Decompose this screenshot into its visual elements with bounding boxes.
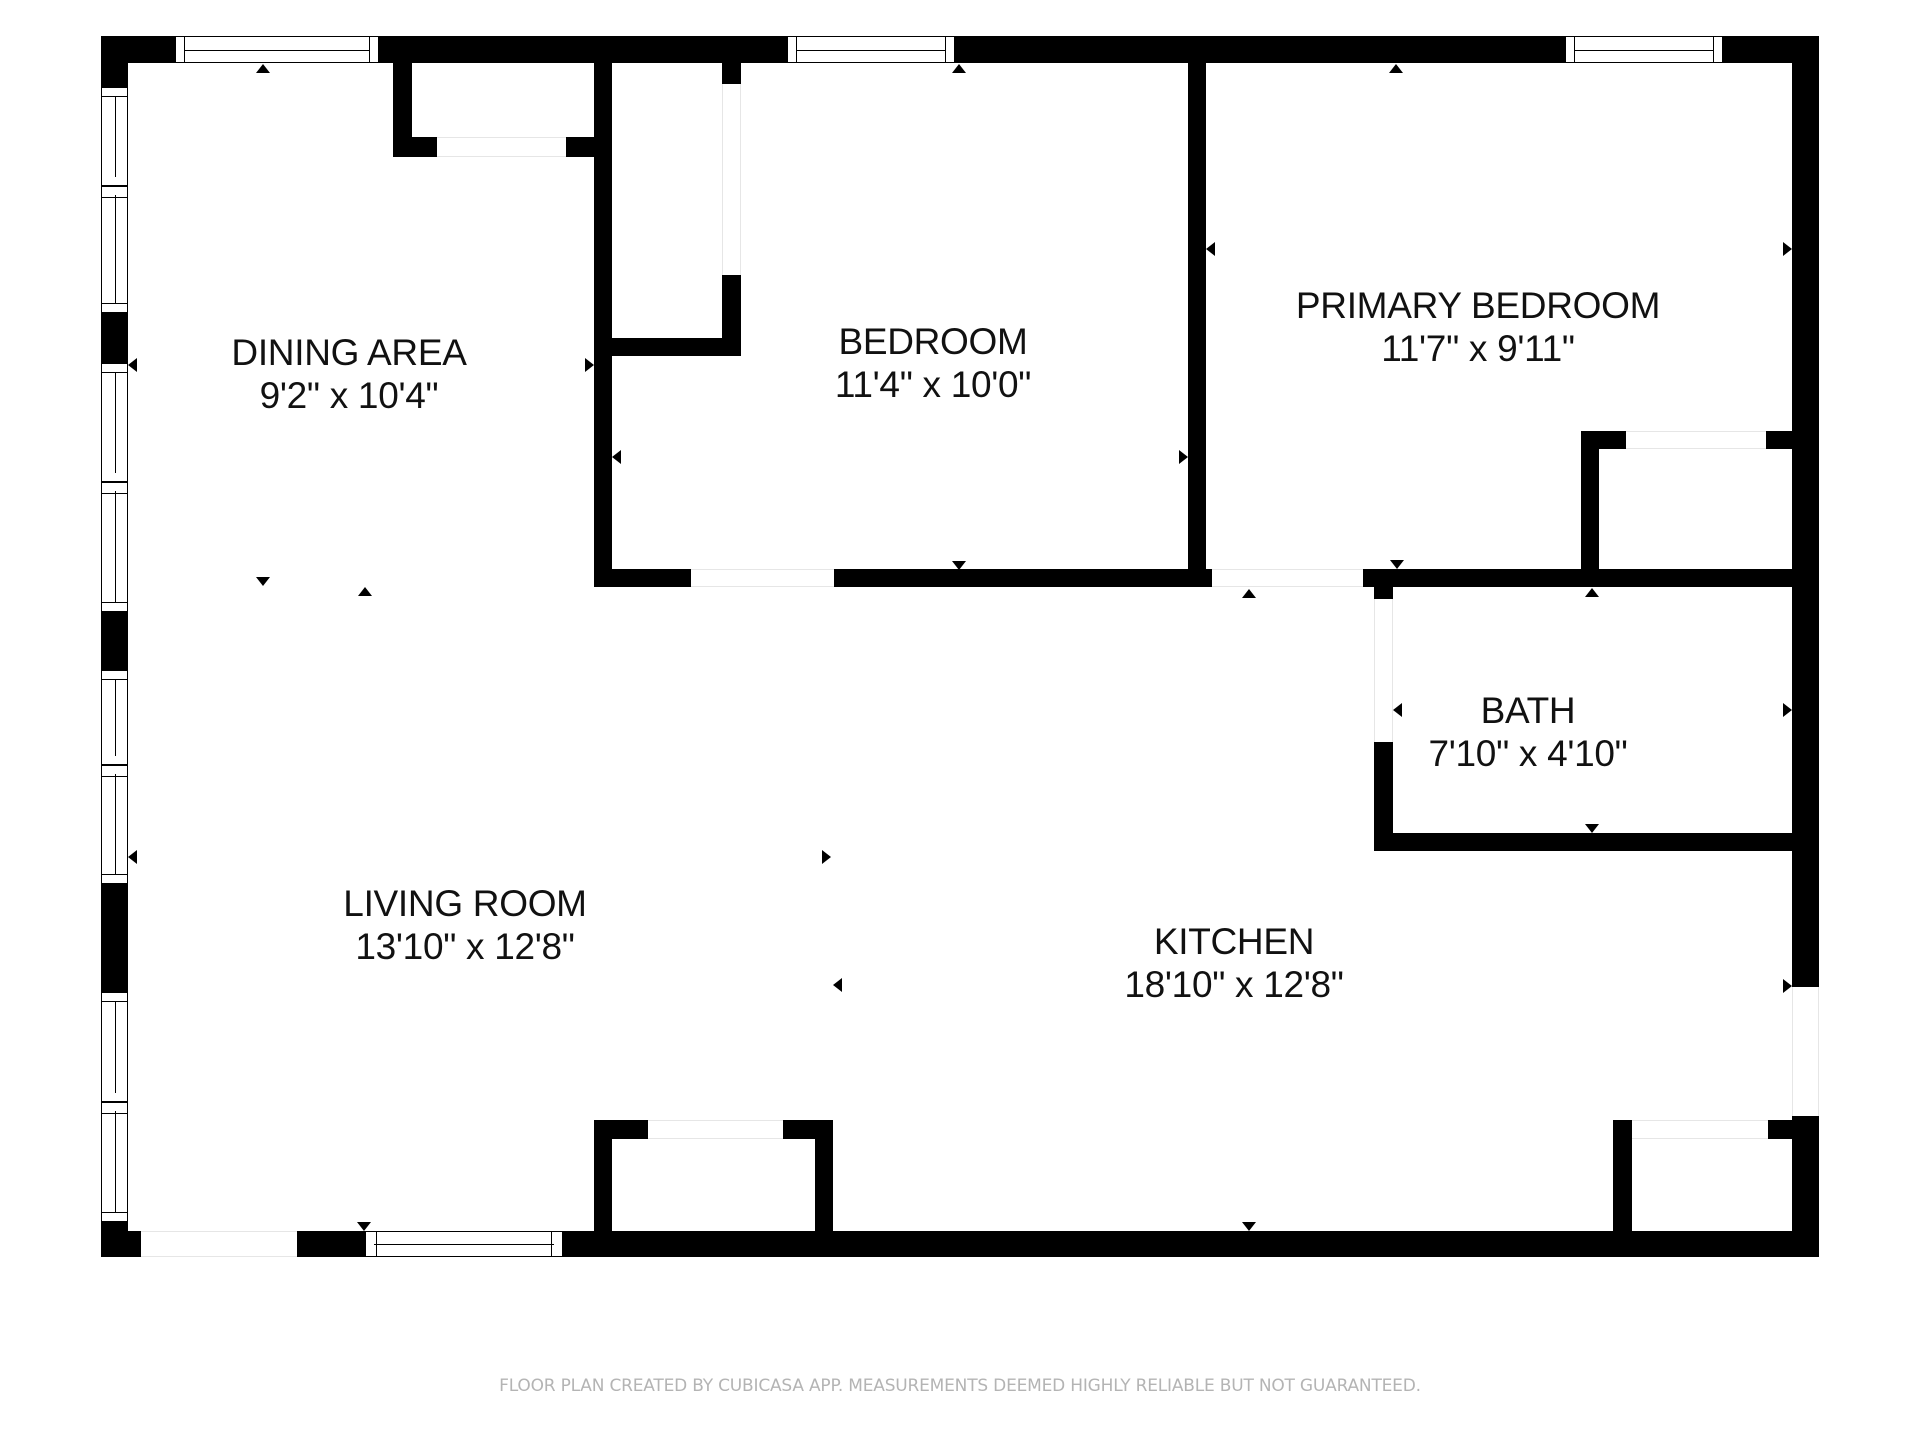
window-icon xyxy=(101,765,128,884)
primary-bottom-wall xyxy=(1363,569,1795,587)
window-icon xyxy=(1565,36,1723,63)
triangle-arrow-icon xyxy=(585,358,594,372)
triangle-arrow-icon xyxy=(1389,64,1403,73)
triangle-arrow-icon xyxy=(357,1222,371,1231)
window-icon xyxy=(101,992,128,1102)
primary-bedroom-door xyxy=(1212,569,1363,587)
bedroom-closet-door xyxy=(722,84,741,275)
triangle-arrow-icon xyxy=(1783,979,1792,993)
triangle-arrow-icon xyxy=(1393,703,1402,717)
triangle-arrow-icon xyxy=(822,850,831,864)
bedroom-closet-wall xyxy=(722,275,741,356)
exterior-wall-right-upper xyxy=(1792,36,1819,987)
living-closet-wall xyxy=(594,1120,648,1139)
living-closet-wall xyxy=(594,1120,612,1235)
room-name: PRIMARY BEDROOM xyxy=(1295,285,1661,326)
living-closet-wall xyxy=(815,1120,833,1235)
triangle-arrow-icon xyxy=(952,561,966,570)
triangle-arrow-icon xyxy=(952,64,966,73)
room-name: KITCHEN xyxy=(1153,921,1315,962)
dining-closet-door xyxy=(437,137,566,157)
triangle-arrow-icon xyxy=(128,850,137,864)
window-icon xyxy=(101,1102,128,1222)
room-name: BEDROOM xyxy=(838,321,1028,362)
window-icon xyxy=(175,36,379,63)
primary-closet-door xyxy=(1626,431,1766,449)
room-label-bedroom: BEDROOM 11'4" x 10'0" xyxy=(834,320,1032,406)
triangle-arrow-icon xyxy=(1206,242,1215,256)
kitchen-closet-door xyxy=(1632,1120,1768,1139)
triangle-arrow-icon xyxy=(1783,242,1792,256)
exterior-wall-top xyxy=(101,36,1819,63)
room-dimensions: 18'10" x 12'8" xyxy=(1124,964,1344,1005)
bedroom-closet-wall xyxy=(722,60,741,84)
bath-wall xyxy=(1374,585,1393,599)
triangle-arrow-icon xyxy=(1585,588,1599,597)
living-closet-door xyxy=(648,1120,783,1139)
bath-bottom-wall xyxy=(1374,833,1794,851)
dining-bedroom-wall xyxy=(594,60,612,587)
window-icon xyxy=(101,670,128,765)
triangle-arrow-icon xyxy=(1390,560,1404,569)
triangle-arrow-icon xyxy=(256,64,270,73)
room-label-primary-bedroom: PRIMARY BEDROOM 11'7" x 9'11" xyxy=(1295,284,1661,370)
room-label-kitchen: KITCHEN 18'10" x 12'8" xyxy=(1124,920,1344,1006)
room-dimensions: 9'2" x 10'4" xyxy=(259,375,439,416)
triangle-arrow-icon xyxy=(1179,450,1188,464)
bath-door xyxy=(1374,599,1393,742)
window-icon xyxy=(787,36,955,63)
triangle-arrow-icon xyxy=(612,450,621,464)
kitchen-closet-wall xyxy=(1613,1120,1632,1235)
bedroom-closet-wall xyxy=(612,338,741,356)
primary-closet-wall xyxy=(1581,431,1626,449)
exterior-wall-bottom xyxy=(101,1231,1819,1257)
exterior-door-right xyxy=(1792,987,1819,1116)
triangle-arrow-icon xyxy=(256,577,270,586)
triangle-arrow-icon xyxy=(358,587,372,596)
window-icon xyxy=(101,87,128,186)
dining-closet-wall xyxy=(566,137,594,157)
room-label-living-room: LIVING ROOM 13'10" x 12'8" xyxy=(343,882,587,968)
room-dimensions: 11'4" x 10'0" xyxy=(834,364,1032,405)
window-icon xyxy=(101,363,128,482)
room-name: LIVING ROOM xyxy=(343,883,587,924)
room-dimensions: 13'10" x 12'8" xyxy=(355,926,575,967)
triangle-arrow-icon xyxy=(128,358,137,372)
bath-wall xyxy=(1374,742,1393,851)
triangle-arrow-icon xyxy=(1242,1222,1256,1231)
triangle-arrow-icon xyxy=(833,978,842,992)
kitchen-closet-wall xyxy=(1768,1120,1794,1139)
disclaimer-footer: FLOOR PLAN CREATED BY CUBICASA APP. MEAS… xyxy=(499,1376,1421,1396)
room-dimensions: 7'10" x 4'10" xyxy=(1428,733,1628,774)
room-name: DINING AREA xyxy=(231,332,467,373)
triangle-arrow-icon xyxy=(1585,824,1599,833)
dining-closet-wall xyxy=(393,60,412,157)
window-icon xyxy=(365,1231,563,1257)
bedroom-door xyxy=(691,569,834,587)
triangle-arrow-icon xyxy=(1242,589,1256,598)
dining-closet-wall xyxy=(393,137,437,157)
triangle-arrow-icon xyxy=(1783,703,1792,717)
entry-door-bottom xyxy=(141,1231,297,1257)
window-icon xyxy=(101,186,128,313)
room-name: BATH xyxy=(1480,690,1576,731)
bedroom-primary-wall xyxy=(1188,60,1206,587)
primary-closet-wall xyxy=(1581,431,1599,581)
primary-closet-wall xyxy=(1766,431,1794,449)
bedroom-bottom-wall xyxy=(834,569,1212,587)
window-icon xyxy=(101,482,128,612)
bedroom-bottom-wall xyxy=(594,569,691,587)
room-label-dining-area: DINING AREA 9'2" x 10'4" xyxy=(231,331,467,417)
room-dimensions: 11'7" x 9'11" xyxy=(1381,328,1575,369)
room-label-bath: BATH 7'10" x 4'10" xyxy=(1428,689,1627,775)
